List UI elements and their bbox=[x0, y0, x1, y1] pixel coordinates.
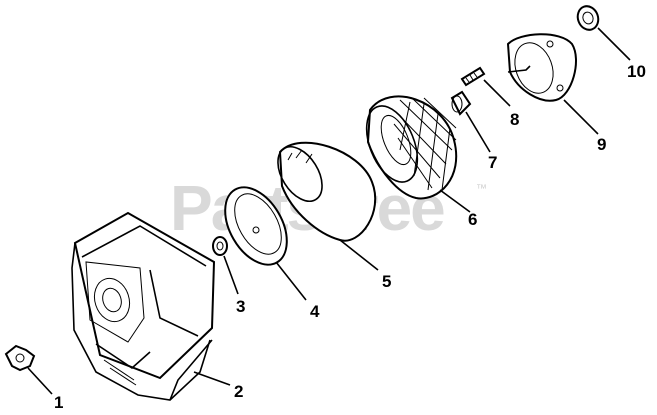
part-wing-nut bbox=[4, 344, 36, 372]
leader-9 bbox=[563, 99, 599, 135]
part-spacer bbox=[450, 90, 472, 116]
leader-1 bbox=[27, 367, 53, 395]
callout-2: 2 bbox=[234, 382, 243, 401]
callout-labels: 1 2 3 4 5 6 7 8 9 10 bbox=[54, 62, 646, 412]
part-air-cleaner-cover bbox=[71, 211, 216, 401]
part-nut bbox=[212, 236, 228, 256]
callout-6: 6 bbox=[468, 210, 477, 229]
leader-10 bbox=[597, 27, 631, 61]
callout-10: 10 bbox=[627, 62, 646, 81]
callout-4: 4 bbox=[310, 302, 320, 321]
leader-4 bbox=[275, 261, 307, 301]
part-gasket bbox=[576, 5, 600, 31]
callout-9: 9 bbox=[597, 135, 606, 154]
part-stud bbox=[460, 66, 486, 87]
part-base-plate bbox=[506, 33, 577, 102]
callout-1: 1 bbox=[54, 393, 63, 412]
callout-7: 7 bbox=[488, 153, 497, 172]
leader-7 bbox=[465, 111, 491, 153]
part-air-filter bbox=[365, 95, 457, 200]
leader-2 bbox=[193, 371, 231, 386]
leader-lines bbox=[27, 27, 631, 395]
watermark-trademark: ™ bbox=[476, 183, 487, 195]
callout-3: 3 bbox=[236, 297, 245, 316]
callout-8: 8 bbox=[510, 110, 519, 129]
leader-6 bbox=[439, 189, 471, 213]
leader-5 bbox=[339, 239, 379, 271]
leader-3 bbox=[223, 255, 239, 295]
leader-8 bbox=[483, 79, 511, 107]
part-plate bbox=[224, 186, 288, 266]
part-precleaner-sleeve bbox=[277, 141, 377, 242]
callout-5: 5 bbox=[382, 272, 391, 291]
